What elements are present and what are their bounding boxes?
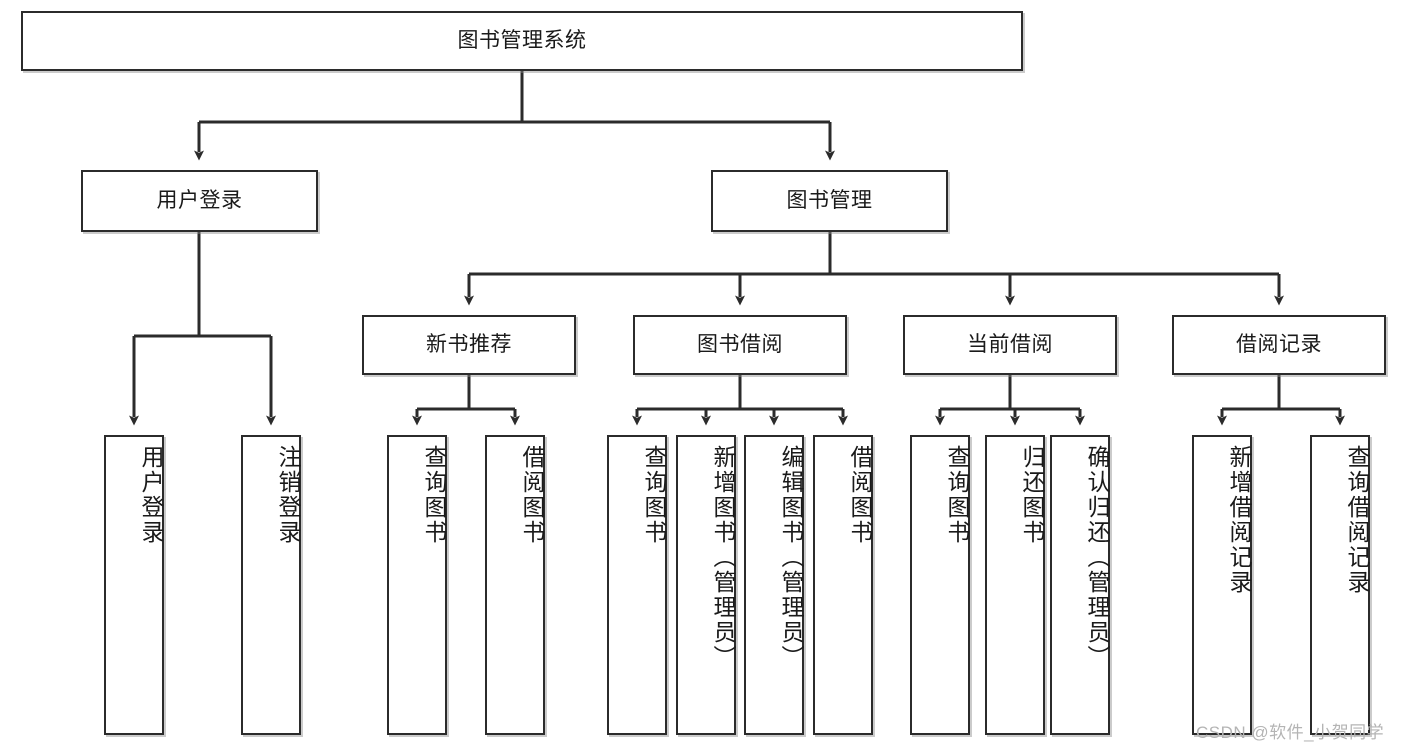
node-book-borrow[interactable]: 图书借阅	[633, 315, 847, 375]
leaf-logout-login[interactable]: 注销登录	[241, 435, 301, 735]
leaf-query-borrow-record[interactable]: 查询借阅记录	[1310, 435, 1370, 735]
node-book-management-label: 图书管理	[786, 189, 873, 213]
leaf-query-books-current-label: 查询图书	[944, 445, 970, 545]
node-borrow-record[interactable]: 借阅记录	[1172, 315, 1386, 375]
leaf-confirm-return-admin[interactable]: 确认归还（管理员）	[1050, 435, 1110, 735]
leaf-add-book-admin-label: 新增图书（管理员）	[710, 445, 736, 670]
node-book-borrow-label: 图书借阅	[697, 333, 783, 357]
leaf-borrow-books-recommend-label: 借阅图书	[519, 445, 545, 545]
node-current-borrow[interactable]: 当前借阅	[903, 315, 1117, 375]
leaf-query-books-current[interactable]: 查询图书	[910, 435, 970, 735]
leaf-return-books[interactable]: 归还图书	[985, 435, 1045, 735]
leaf-confirm-return-admin-label: 确认归还（管理员）	[1084, 445, 1110, 670]
leaf-add-borrow-record[interactable]: 新增借阅记录	[1192, 435, 1252, 735]
leaf-query-books-recommend-label: 查询图书	[421, 445, 447, 545]
leaf-edit-book-admin-label: 编辑图书（管理员）	[778, 445, 804, 670]
leaf-query-books-recommend[interactable]: 查询图书	[387, 435, 447, 735]
leaf-borrow-books-label: 借阅图书	[847, 445, 873, 545]
leaf-return-books-label: 归还图书	[1019, 445, 1045, 545]
node-root[interactable]: 图书管理系统	[21, 11, 1023, 71]
leaf-user-login[interactable]: 用户登录	[104, 435, 164, 735]
node-book-management[interactable]: 图书管理	[711, 170, 948, 232]
leaf-borrow-books-recommend[interactable]: 借阅图书	[485, 435, 545, 735]
node-new-book-recommend[interactable]: 新书推荐	[362, 315, 576, 375]
node-new-book-recommend-label: 新书推荐	[426, 333, 512, 357]
leaf-borrow-books[interactable]: 借阅图书	[813, 435, 873, 735]
node-user-login[interactable]: 用户登录	[81, 170, 318, 232]
node-user-login-label: 用户登录	[156, 189, 243, 213]
leaf-logout-login-label: 注销登录	[275, 445, 301, 545]
csdn-watermark: CSDN @软件_小贺同学	[1196, 723, 1385, 742]
leaf-add-book-admin[interactable]: 新增图书（管理员）	[676, 435, 736, 735]
node-root-label: 图书管理系统	[457, 29, 587, 53]
leaf-query-borrow-record-label: 查询借阅记录	[1344, 445, 1370, 595]
leaf-query-books-borrow-label: 查询图书	[641, 445, 667, 545]
node-borrow-record-label: 借阅记录	[1236, 333, 1322, 357]
leaf-query-books-borrow[interactable]: 查询图书	[607, 435, 667, 735]
leaf-edit-book-admin[interactable]: 编辑图书（管理员）	[744, 435, 804, 735]
node-current-borrow-label: 当前借阅	[967, 333, 1053, 357]
leaf-add-borrow-record-label: 新增借阅记录	[1226, 445, 1252, 595]
leaf-user-login-label: 用户登录	[138, 445, 164, 545]
